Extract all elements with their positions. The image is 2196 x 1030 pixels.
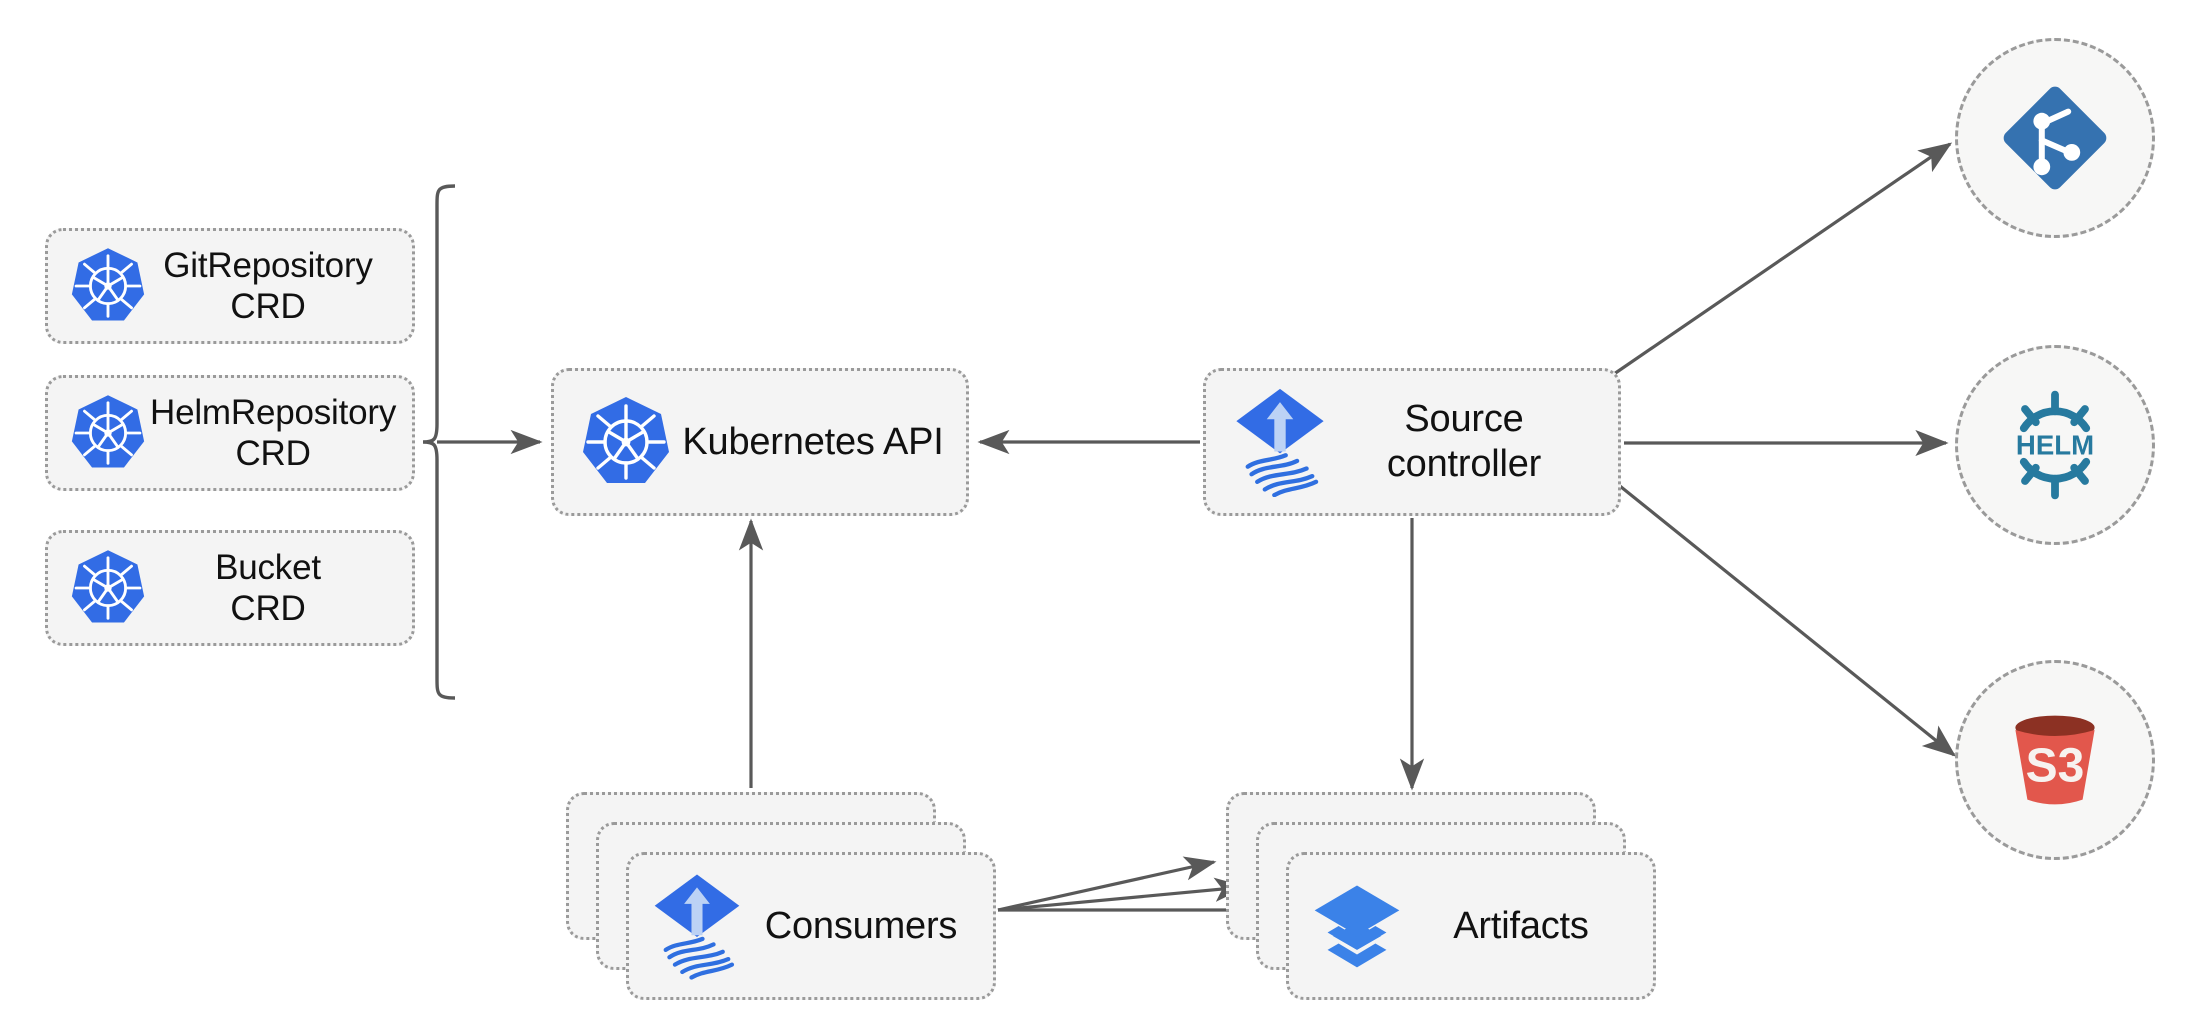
- kubernetes-icon: [576, 392, 676, 492]
- crd-label: GitRepository CRD: [163, 245, 373, 326]
- crd-label: HelmRepository CRD: [150, 392, 397, 473]
- flux-icon: [651, 872, 743, 980]
- layers-icon: [1311, 872, 1403, 980]
- edge-source-to-git: [1613, 142, 1953, 376]
- helm-wordmark: HELM: [2016, 430, 2094, 461]
- edge-consumers-to-artifact-1: [997, 856, 1217, 912]
- helm-icon: HELM: [1995, 385, 2115, 505]
- external-git-source[interactable]: [1955, 38, 2155, 238]
- edge-consumers-to-artifact-2: [997, 877, 1247, 912]
- crd-label: Bucket CRD: [215, 547, 321, 628]
- crd-group-bracket: [422, 184, 456, 700]
- kubernetes-icon: [66, 244, 150, 328]
- consumers-node[interactable]: Consumers: [626, 852, 996, 1000]
- crd-box-gitrepository[interactable]: GitRepository CRD: [45, 228, 415, 344]
- kubernetes-icon: [66, 546, 150, 630]
- kubernetes-api-label: Kubernetes API: [682, 420, 944, 463]
- git-icon: [1995, 78, 2115, 198]
- s3-wordmark: S3: [2026, 740, 2085, 793]
- flux-icon: [1232, 387, 1328, 497]
- s3-icon: S3: [1995, 700, 2115, 820]
- crd-box-helmrepository[interactable]: HelmRepository CRD: [45, 375, 415, 491]
- artifacts-node[interactable]: Artifacts: [1286, 852, 1656, 1000]
- crd-box-bucket[interactable]: Bucket CRD: [45, 530, 415, 646]
- edge-source-to-s3: [1598, 468, 1956, 757]
- source-controller-node[interactable]: Source controller: [1203, 368, 1621, 516]
- kubernetes-api-node[interactable]: Kubernetes API: [551, 368, 969, 516]
- source-controller-label: Source controller: [1386, 398, 1542, 485]
- consumers-label: Consumers: [764, 904, 958, 947]
- kubernetes-icon: [66, 391, 150, 475]
- external-s3-bucket[interactable]: S3: [1955, 660, 2155, 860]
- external-helm-repository[interactable]: HELM: [1955, 345, 2155, 545]
- artifacts-label: Artifacts: [1453, 904, 1589, 947]
